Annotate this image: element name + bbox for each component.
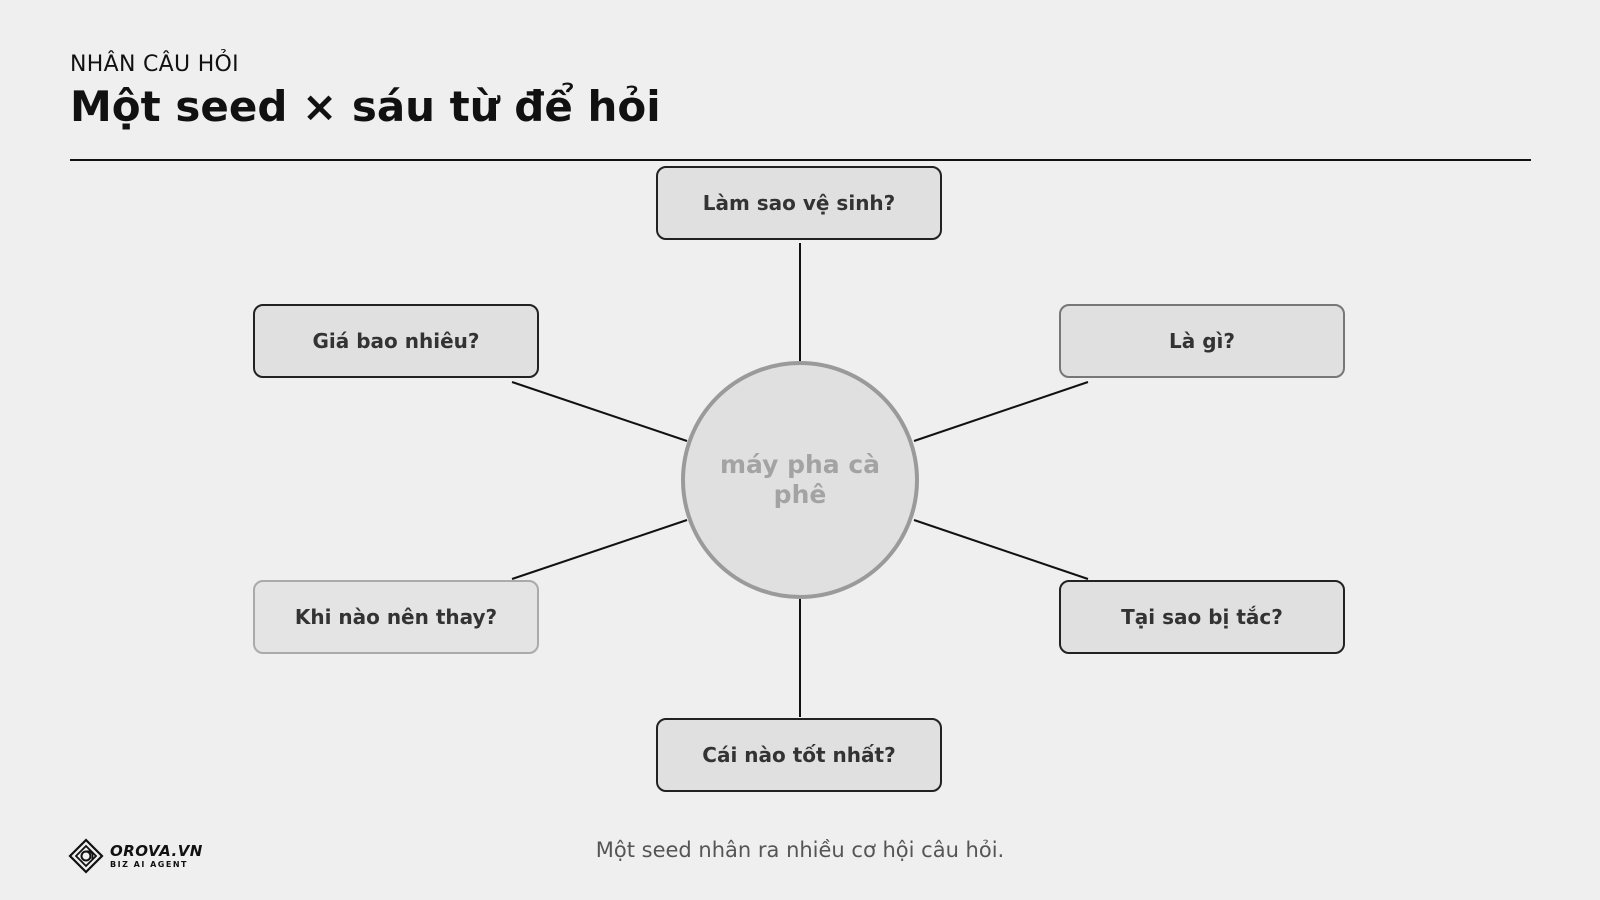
connector-upper-left [511,381,688,442]
connector-lower-left [511,519,688,580]
orova-logo-icon [68,838,104,874]
logo-tagline: BIZ AI AGENT [110,859,188,869]
node-bottom: Cái nào tốt nhất? [656,718,942,792]
node-upper-right: Là gì? [1059,304,1345,378]
connector-upper-right [913,381,1089,442]
node-lower-left: Khi nào nên thay? [253,580,539,654]
eyebrow-label: NHÂN CÂU HỎI [70,52,239,77]
node-lower-right: Tại sao bị tắc? [1059,580,1345,654]
footer-caption: Một seed nhân ra nhiều cơ hội câu hỏi. [595,838,1005,862]
center-seed: máy pha cà phê [681,361,919,599]
node-top: Làm sao vệ sinh? [656,166,942,240]
brand-logo: OROVA.VN BIZ AI AGENT [68,838,203,874]
node-upper-left: Giá bao nhiêu? [253,304,539,378]
header-divider [70,159,1531,161]
connector-lower-right [913,519,1089,580]
logo-name: OROVA.VN [110,841,203,860]
page-title: Một seed × sáu từ để hỏi [70,82,661,131]
